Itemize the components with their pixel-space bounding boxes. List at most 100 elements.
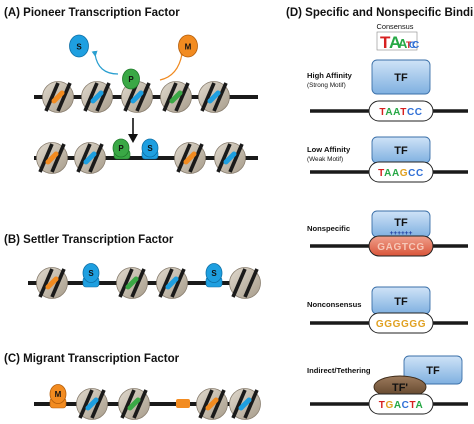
low-affinity-label: Low Affinity xyxy=(307,145,351,154)
binding-nonconsensus: Nonconsensus TF GGGGGG xyxy=(307,286,468,334)
binding-site xyxy=(183,151,197,165)
binding-site xyxy=(83,151,97,165)
svg-text:TF: TF xyxy=(394,217,408,229)
svg-text:TF: TF xyxy=(426,365,440,377)
settler-factor-free: S xyxy=(69,34,89,58)
logo-letter: A xyxy=(398,36,408,51)
binding-site xyxy=(90,90,104,104)
nucleosome xyxy=(36,142,68,174)
logo-letter: C xyxy=(409,40,416,50)
nucleosome xyxy=(156,267,188,299)
settler-label: S xyxy=(76,43,82,52)
nucleosome xyxy=(198,81,230,113)
svg-text:TF: TF xyxy=(394,145,408,157)
migrant-factor-bound: M xyxy=(49,384,67,409)
panel-a-chromatin-before xyxy=(34,81,258,113)
binding-site xyxy=(125,276,139,290)
motif-pill xyxy=(368,312,434,334)
binding-nonspecific: Nonspecific TF ++++++ GAGTCG xyxy=(307,210,468,257)
pioneer-factor-open: P xyxy=(112,138,131,160)
migrant-label: M xyxy=(185,43,192,52)
consensus-logo: Consensus T A A T C C xyxy=(377,22,420,52)
nonspecific-label: Nonspecific xyxy=(307,224,350,233)
binding-indirect-tethering: Indirect/Tethering TF TF' TGACTA xyxy=(307,355,468,415)
panel-a-chromatin-after: P S xyxy=(34,138,258,174)
motif-sequence: TAATCC xyxy=(379,107,422,118)
motif-pill xyxy=(368,393,434,415)
nucleosome xyxy=(229,388,261,420)
nucleosome xyxy=(121,81,153,113)
panel-b-chromatin: S S xyxy=(28,263,261,299)
svg-text:TF: TF xyxy=(394,72,408,84)
nucleosome xyxy=(36,267,68,299)
consensus-caption: Consensus xyxy=(377,22,414,31)
nucleosome xyxy=(214,142,246,174)
motif-pill xyxy=(368,235,434,257)
binding-site xyxy=(85,397,99,411)
motif-pill xyxy=(368,161,434,183)
transition-arrow xyxy=(128,118,138,143)
binding-site xyxy=(45,151,59,165)
svg-text:TF': TF' xyxy=(392,382,408,394)
binding-site xyxy=(223,151,237,165)
pioneer-factor-bound: P xyxy=(122,68,140,90)
low-affinity-sublabel: (Weak Motif) xyxy=(307,156,343,163)
motif-sequence: TGACTA xyxy=(379,400,424,411)
svg-text:M: M xyxy=(55,390,62,399)
binding-site xyxy=(127,397,141,411)
svg-text:S: S xyxy=(211,269,217,278)
nucleosome xyxy=(196,388,228,420)
nucleosome xyxy=(160,81,192,113)
panel-c-title: (C) Migrant Transcription Factor xyxy=(4,353,180,365)
svg-text:P: P xyxy=(118,144,124,153)
binding-site xyxy=(45,276,59,290)
motif-sequence: TAAGCC xyxy=(378,168,424,179)
indirect-label: Indirect/Tethering xyxy=(307,366,371,375)
motif-sequence: GAGTCG xyxy=(377,242,425,253)
settler-factor-open: S xyxy=(141,138,159,160)
nucleosome xyxy=(116,267,148,299)
nucleosome xyxy=(118,388,150,420)
migrant-factor-free: M xyxy=(178,34,198,58)
nucleosome xyxy=(174,142,206,174)
motif-pill xyxy=(368,100,434,122)
panel-b-title: (B) Settler Transcription Factor xyxy=(4,234,174,246)
logo-letter: T xyxy=(406,40,412,50)
panel-c-chromatin: M xyxy=(34,384,261,420)
binding-site xyxy=(130,90,144,104)
binding-site xyxy=(169,90,183,104)
panel-d-title: (D) Specific and Nonspecific Binding xyxy=(286,7,474,19)
motif-sequence: GGGGGG xyxy=(376,319,426,330)
settler-factor-bound-1: S xyxy=(82,263,100,288)
positive-charges: ++++++ xyxy=(390,230,413,237)
tf-box xyxy=(371,59,431,95)
high-affinity-label: High Affinity xyxy=(307,71,353,80)
migrant-release-arrow xyxy=(159,50,186,81)
pioneer-label: P xyxy=(128,75,134,84)
tf-box xyxy=(403,355,463,385)
binding-site xyxy=(207,90,221,104)
svg-text:S: S xyxy=(147,144,153,153)
binding-high-affinity: High Affinity (Strong Motif) TF TAATCC xyxy=(307,59,468,122)
logo-letter: C xyxy=(412,40,419,51)
panel-a-title: (A) Pioneer Transcription Factor xyxy=(4,7,180,19)
svg-text:S: S xyxy=(88,269,94,278)
binding-low-affinity: Low Affinity (Weak Motif) TF TAAGCC xyxy=(307,136,468,183)
nucleosome xyxy=(81,81,113,113)
binding-site xyxy=(165,276,179,290)
nonconsensus-label: Nonconsensus xyxy=(307,300,361,309)
binding-site xyxy=(205,397,219,411)
nucleosome xyxy=(74,142,106,174)
binding-site xyxy=(238,397,252,411)
logo-letter: A xyxy=(389,33,401,52)
settler-factor-bound-2: S xyxy=(205,263,223,288)
binding-site xyxy=(51,90,65,104)
linker-migrant-site xyxy=(176,399,190,408)
nucleosome xyxy=(76,388,108,420)
svg-text:TF: TF xyxy=(394,296,408,308)
nucleosome xyxy=(229,267,261,299)
logo-letter: T xyxy=(380,33,391,52)
nucleosome xyxy=(42,81,74,113)
settler-release-arrow xyxy=(91,50,119,75)
